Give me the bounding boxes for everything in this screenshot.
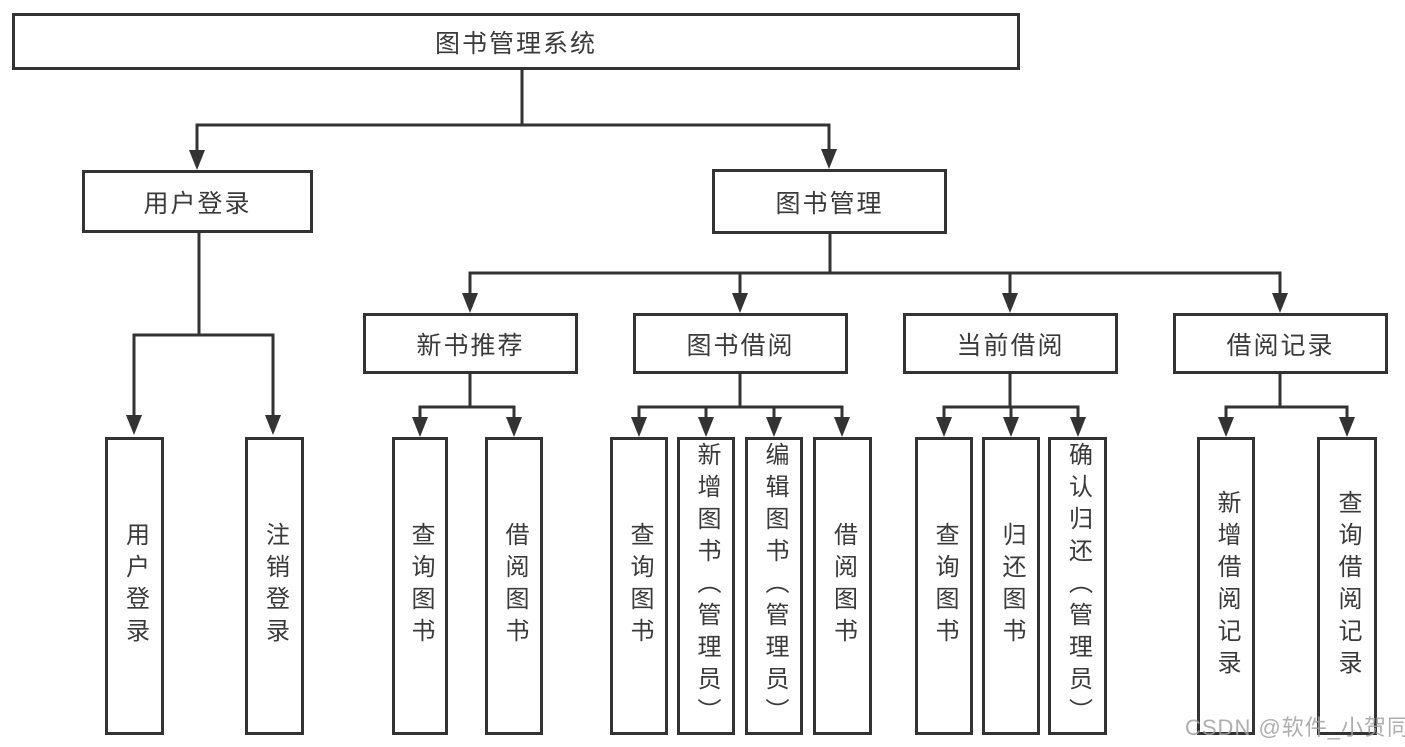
node-borrow-record: 借阅记录 xyxy=(1173,313,1388,374)
node-label: 新增图书（管理员） xyxy=(693,442,720,730)
node-leaf-edit-books-admin: 编辑图书（管理员） xyxy=(745,437,803,735)
connector-user-login-to-leaves xyxy=(126,233,281,435)
node-label: 查询图书 xyxy=(626,522,653,650)
node-label: 图书管理 xyxy=(775,189,884,218)
node-leaf-query-books-current: 查询图书 xyxy=(915,437,973,735)
node-leaf-confirm-return-admin: 确认归还（管理员） xyxy=(1048,437,1107,735)
connector-new-book-recommend-to-leaves xyxy=(412,374,522,437)
connector-current-borrow-to-leaves xyxy=(936,374,1086,437)
connector-book-management-to-level3 xyxy=(462,234,1288,313)
node-leaf-add-books-admin: 新增图书（管理员） xyxy=(677,437,735,735)
node-book-borrow: 图书借阅 xyxy=(633,313,848,374)
node-leaf-user-login: 用户登录 xyxy=(105,437,164,735)
node-label: 新书推荐 xyxy=(416,331,525,360)
node-label: 归还图书 xyxy=(998,522,1025,650)
node-leaf-logout: 注销登录 xyxy=(245,437,304,735)
node-label: 确认归还（管理员） xyxy=(1064,442,1092,730)
node-label: 图书管理系统 xyxy=(434,29,597,58)
node-leaf-borrow-books-recommend: 借阅图书 xyxy=(485,437,543,735)
node-label: 图书借阅 xyxy=(686,331,795,360)
node-label: 用户登录 xyxy=(143,189,252,218)
node-user-login: 用户登录 xyxy=(82,170,313,233)
node-current-borrow: 当前借阅 xyxy=(903,313,1118,374)
node-leaf-add-borrow-record: 新增借阅记录 xyxy=(1197,437,1255,735)
node-label: 借阅图书 xyxy=(501,522,528,650)
node-leaf-return-books: 归还图书 xyxy=(982,437,1040,735)
connector-book-borrow-to-leaves xyxy=(631,374,850,437)
node-label: 用户登录 xyxy=(121,522,149,650)
node-label: 查询借阅记录 xyxy=(1334,490,1361,682)
node-leaf-query-books-borrow: 查询图书 xyxy=(610,437,668,735)
node-label: 当前借阅 xyxy=(956,331,1065,360)
node-leaf-query-borrow-record: 查询借阅记录 xyxy=(1317,437,1377,735)
node-book-management: 图书管理 xyxy=(712,169,947,234)
node-label: 借阅记录 xyxy=(1226,331,1335,360)
node-leaf-borrow-books: 借阅图书 xyxy=(813,437,872,735)
connector-borrow-record-to-leaves xyxy=(1218,374,1355,437)
node-new-book-recommend: 新书推荐 xyxy=(363,313,578,374)
node-leaf-query-books-recommend: 查询图书 xyxy=(392,437,448,735)
node-label: 查询图书 xyxy=(931,522,958,650)
node-label: 新增借阅记录 xyxy=(1213,490,1240,682)
connector-root-to-level2 xyxy=(189,70,837,170)
node-label: 查询图书 xyxy=(407,522,434,650)
node-library-management-system: 图书管理系统 xyxy=(12,13,1020,70)
node-label: 编辑图书（管理员） xyxy=(761,442,788,730)
node-label: 注销登录 xyxy=(261,522,289,650)
node-label: 借阅图书 xyxy=(829,522,857,650)
